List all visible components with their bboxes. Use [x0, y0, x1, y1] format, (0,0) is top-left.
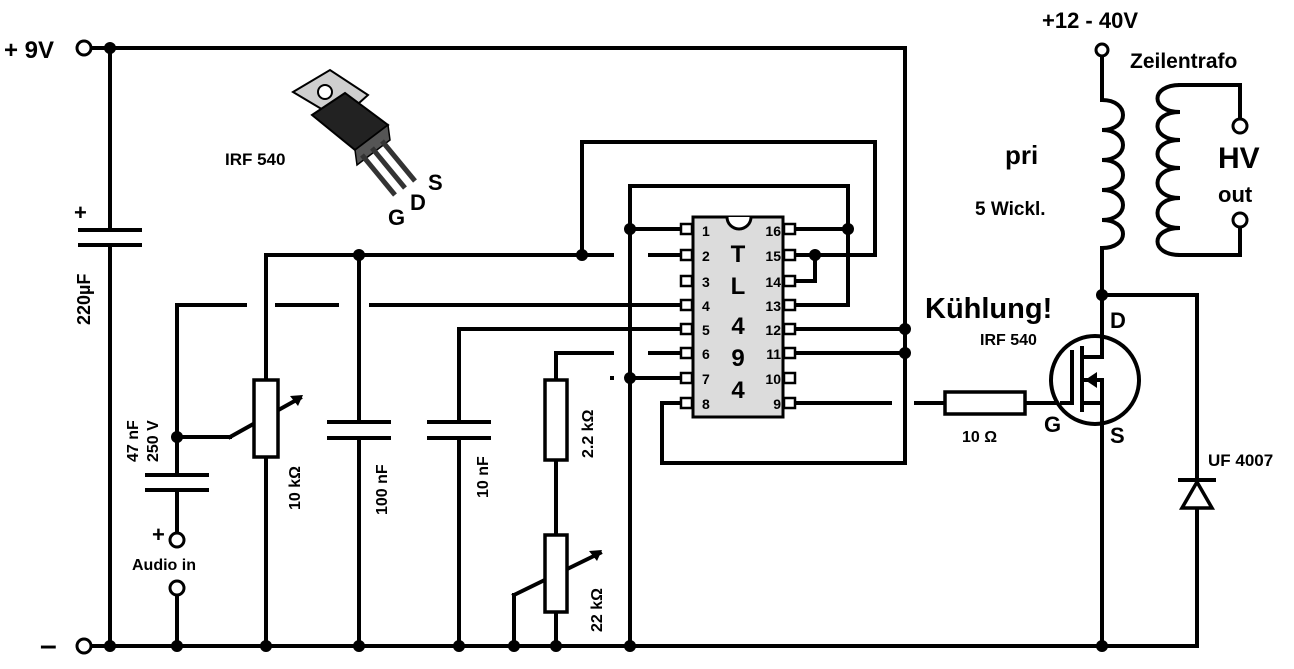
terminals	[75, 39, 1249, 655]
pin-number: 12	[765, 322, 781, 338]
label-hv: HV	[1218, 142, 1260, 175]
label-gate-res: 10 Ω	[962, 429, 997, 446]
label-mosfet-d: D	[1110, 308, 1126, 333]
pin-number: 3	[702, 274, 710, 290]
secondary-coil	[1155, 82, 1183, 258]
mosfet-irf540	[1049, 334, 1141, 426]
pin-number: 16	[765, 223, 781, 239]
pin-number: 2	[702, 248, 710, 264]
capacitor-100nf	[327, 420, 391, 440]
label-mosfet-g: G	[1044, 412, 1061, 437]
label-mosfet-s: S	[1110, 423, 1125, 448]
potentiometer-10k	[252, 378, 303, 459]
junction-dots	[104, 42, 1108, 652]
label-47nf: 47 nF	[125, 420, 142, 462]
label-diode: UF 4007	[1208, 451, 1273, 470]
label-pin-d: D	[410, 190, 426, 215]
pin-number: 6	[702, 346, 710, 362]
ic-letter-1: T	[731, 241, 746, 268]
label-10k-pot: 10 kΩ	[287, 466, 304, 510]
capacitor-10nf	[427, 420, 491, 440]
label-audio-in: Audio in	[132, 557, 196, 574]
label-audio-plus: +	[152, 522, 165, 547]
ic-letter-3: 4	[731, 313, 745, 340]
diode-uf4007	[1178, 478, 1216, 510]
wires	[90, 46, 1242, 648]
pin-number: 15	[765, 248, 781, 264]
ic-letter-5: 4	[731, 377, 745, 404]
label-plus-9v: + 9V	[4, 37, 54, 64]
primary-coil	[1099, 97, 1125, 251]
label-pri: pri	[1005, 140, 1038, 170]
label-out: out	[1218, 182, 1253, 207]
label-supply-hv: +12 - 40V	[1042, 8, 1138, 33]
capacitor-220uf	[78, 228, 142, 247]
potentiometer-22k	[543, 533, 602, 614]
label-pin-g: G	[388, 205, 405, 230]
label-100nf: 100 nF	[374, 464, 391, 515]
pin-number: 8	[702, 396, 710, 412]
ic-letter-2: L	[731, 273, 746, 300]
label-220uf: 220µF	[74, 274, 94, 325]
label-250v: 250 V	[145, 420, 162, 462]
pin-number: 5	[702, 322, 710, 338]
pin-number: 10	[765, 371, 781, 387]
label-10nf: 10 nF	[475, 456, 492, 498]
label-pin-s: S	[428, 170, 443, 195]
ic-tl494	[679, 215, 797, 419]
pin-number: 9	[773, 396, 781, 412]
pin-number: 14	[765, 274, 781, 290]
resistor-10-ohm	[943, 390, 1027, 416]
label-minus: –	[40, 629, 57, 662]
label-mosfet-type: IRF 540	[980, 332, 1037, 349]
pin-number: 1	[702, 223, 710, 239]
ic-letter-4: 9	[731, 345, 744, 372]
pin-number: 13	[765, 298, 781, 314]
label-irf540-package: IRF 540	[225, 150, 285, 169]
irf540-package-picture	[291, 68, 417, 197]
label-22k-pot: 22 kΩ	[589, 588, 606, 632]
pin-number: 4	[702, 298, 710, 314]
resistor-2k2	[543, 378, 569, 462]
label-zeilentrafo: Zeilentrafo	[1130, 50, 1237, 73]
label-cooling: Kühlung!	[925, 293, 1052, 325]
label-2k2: 2.2 kΩ	[580, 409, 597, 458]
capacitor-47nf	[145, 473, 209, 492]
label-windings: 5 Wickl.	[975, 199, 1046, 220]
pin-number: 11	[766, 346, 781, 362]
label-220uf-plus: +	[74, 200, 87, 225]
text-labels: + 9V – + 220µF IRF 540 G D S 47 nF 250 V…	[4, 8, 1273, 662]
pin-number: 7	[702, 371, 710, 387]
